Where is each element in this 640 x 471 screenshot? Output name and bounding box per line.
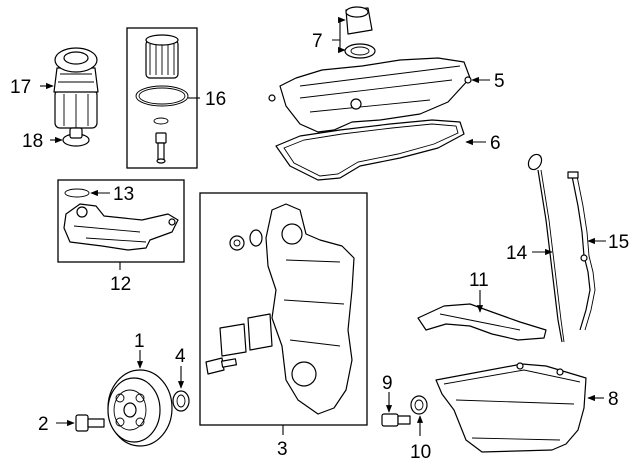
callout-2: 2 — [38, 414, 49, 435]
callout-8: 8 — [608, 389, 619, 410]
callout-4: 4 — [175, 346, 186, 367]
dipstick-tube — [567, 171, 596, 331]
pulley-bolt — [75, 414, 105, 432]
callout-6: 6 — [490, 133, 501, 154]
dipstick — [527, 153, 565, 343]
box-12 — [57, 179, 185, 263]
callout-11: 11 — [469, 270, 489, 291]
callout-10: 10 — [410, 442, 431, 463]
oil-filter-element — [135, 34, 189, 164]
leader-lines — [40, 16, 606, 436]
callout-12: 12 — [110, 274, 131, 295]
drain-gasket — [410, 395, 428, 415]
timing-cover — [205, 203, 355, 415]
callout-16: 16 — [205, 89, 226, 110]
callout-9: 9 — [382, 373, 393, 394]
callout-17: 17 — [10, 77, 31, 98]
heat-shield — [417, 303, 547, 341]
callout-18: 18 — [22, 131, 43, 152]
oil-filler-cap — [344, 6, 376, 59]
callout-3: 3 — [277, 439, 288, 460]
callout-13: 13 — [113, 184, 134, 205]
oil-pan — [435, 362, 587, 453]
oil-pump — [63, 203, 179, 251]
oil-pan-drain-plug — [381, 413, 411, 427]
callout-5: 5 — [494, 71, 505, 92]
front-seal — [172, 390, 190, 412]
crankshaft-pulley — [107, 369, 173, 447]
callout-15: 15 — [608, 232, 629, 253]
callout-14: 14 — [506, 243, 528, 264]
drain-plug-18 — [62, 127, 90, 147]
callout-1: 1 — [134, 331, 145, 352]
o-ring-13 — [64, 188, 90, 198]
valve-cover — [268, 57, 472, 133]
oil-filter-cap — [53, 47, 99, 129]
callout-7: 7 — [312, 31, 323, 52]
valve-cover-gasket — [275, 119, 465, 181]
